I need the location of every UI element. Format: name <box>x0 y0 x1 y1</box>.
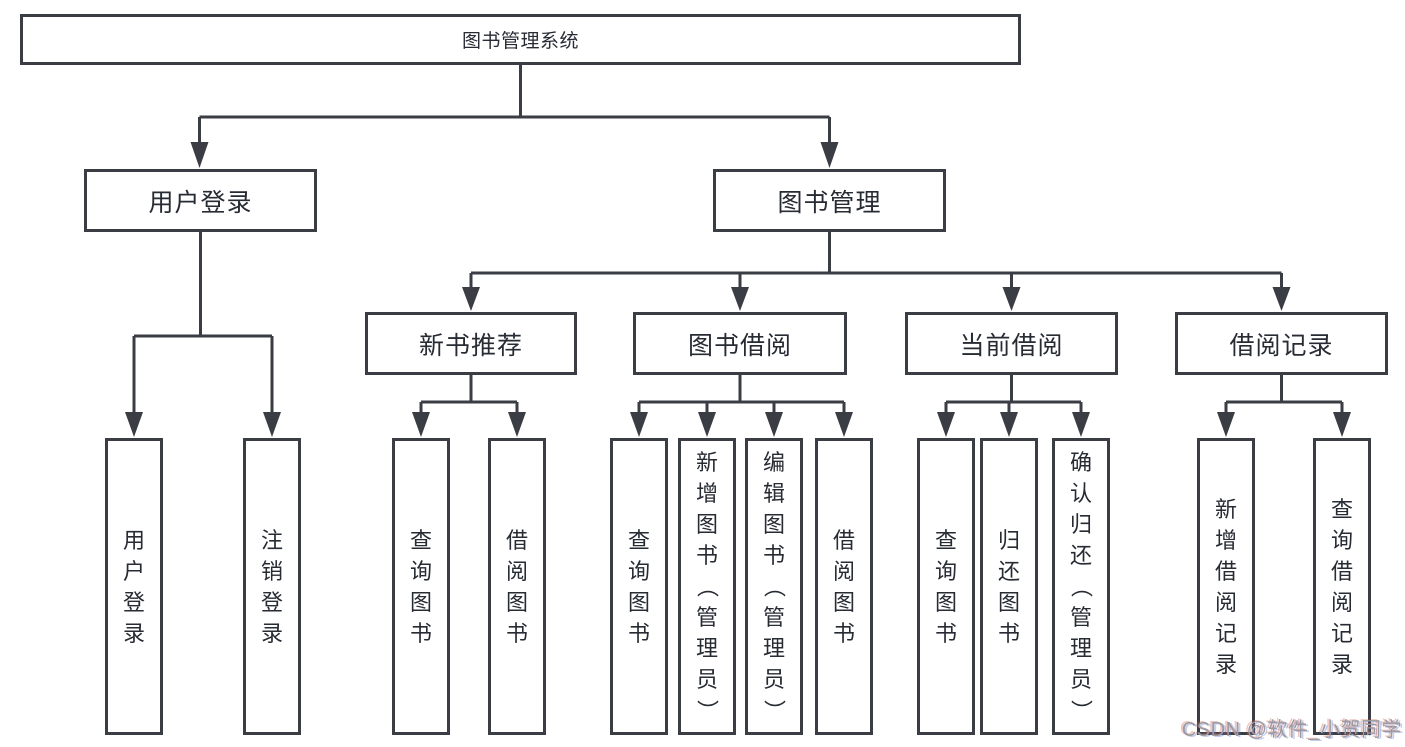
leaf-edit-book-admin: 编辑图书（管理员） <box>745 438 803 735</box>
node-user-login: 用户登录 <box>84 169 317 232</box>
node-root: 图书管理系统 <box>20 14 1021 65</box>
connector-lines <box>132 65 1344 413</box>
leaf-logout: 注销登录 <box>243 438 301 735</box>
leaf-query-books-borrow: 查询图书 <box>610 438 668 735</box>
csdn-watermark: CSDN @软件_小贺同学 <box>1181 719 1402 741</box>
node-new-book-recommend: 新书推荐 <box>365 312 577 375</box>
node-book-borrow: 图书借阅 <box>633 312 847 375</box>
leaf-query-books-current: 查询图书 <box>917 438 975 735</box>
leaf-add-book-admin: 新增图书（管理员） <box>678 438 736 735</box>
leaf-confirm-return-admin: 确认归还（管理员） <box>1052 438 1110 735</box>
leaf-add-borrow-record: 新增借阅记录 <box>1197 438 1255 735</box>
leaf-return-book: 归还图书 <box>980 438 1038 735</box>
node-book-management: 图书管理 <box>713 169 946 232</box>
arrowheads <box>125 142 1351 437</box>
leaf-user-login: 用户登录 <box>105 438 163 735</box>
leaf-borrow-books: 借阅图书 <box>815 438 873 735</box>
leaf-borrow-books-recommend: 借阅图书 <box>488 438 546 735</box>
node-borrow-records: 借阅记录 <box>1175 312 1388 375</box>
leaf-query-books-recommend: 查询图书 <box>392 438 450 735</box>
node-current-borrow: 当前借阅 <box>905 312 1118 375</box>
leaf-query-borrow-record: 查询借阅记录 <box>1313 438 1371 735</box>
